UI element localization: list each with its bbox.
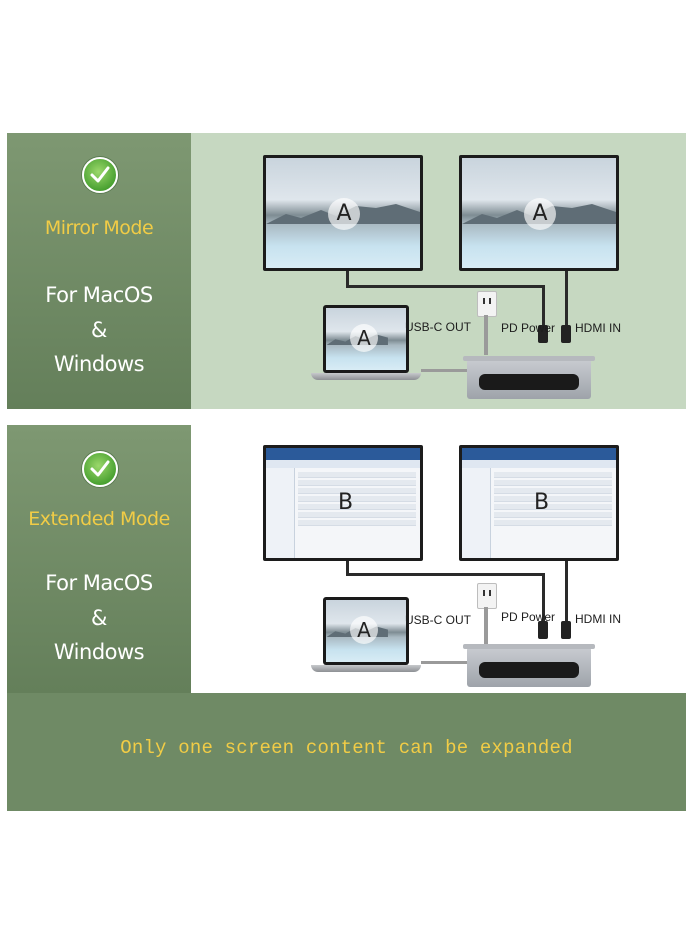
footer-note-text: Only one screen content can be expanded [120, 737, 573, 759]
hdmi-in-label: HDMI IN [575, 612, 621, 626]
cable-left-down [542, 573, 545, 623]
hdmi-plug-left [538, 621, 548, 639]
power-outlet-icon [477, 583, 497, 609]
table-row [298, 520, 416, 526]
mirror-mode-illustration: A A [191, 133, 686, 409]
mirror-mode-panel: Mirror Mode For MacOS & Windows A A [7, 133, 686, 409]
os-line-ampersand: & [91, 606, 107, 630]
hdmi-plug-right [561, 621, 571, 639]
cable-left-down [542, 285, 545, 327]
os-line-macos: For MacOS [45, 571, 153, 595]
hub-rim [463, 644, 595, 649]
extended-mode-title: Extended Mode [28, 508, 170, 530]
screen-letter-left: A [328, 198, 360, 230]
pd-power-label: PD Power [501, 610, 556, 624]
table-row [298, 488, 416, 494]
hdmi-plug-right [561, 325, 571, 343]
os-line-macos: For MacOS [45, 283, 153, 307]
app-sidebar [266, 468, 295, 558]
check-circle-icon [82, 157, 118, 193]
table-row [494, 496, 612, 502]
laptop-screen: A [323, 597, 409, 665]
monitor-right-screen: A [462, 158, 616, 268]
usb-c-cable [421, 369, 467, 372]
hdmi-in-label: HDMI IN [575, 321, 621, 335]
cable-left-horizontal [346, 285, 544, 288]
laptop-letter: A [350, 324, 378, 352]
laptop-base [311, 665, 421, 672]
monitor-left: A [263, 155, 423, 271]
pd-power-label: PD Power [501, 321, 556, 335]
table-row [298, 504, 416, 510]
mirror-mode-sidebar: Mirror Mode For MacOS & Windows [7, 133, 191, 409]
app-header-bar [266, 448, 420, 460]
table-row [298, 512, 416, 518]
pd-power-cable [484, 607, 488, 647]
usb-c-out-label: USB-C OUT [405, 320, 471, 334]
laptop-display: A [326, 600, 406, 662]
usb-c-cable [421, 661, 467, 664]
app-table [298, 472, 416, 528]
screen-letter-right: B [534, 490, 550, 515]
table-row [494, 520, 612, 526]
hdmi-plug-left [538, 325, 548, 343]
laptop-screen: A [323, 305, 409, 373]
mirror-mode-title: Mirror Mode [44, 217, 154, 239]
monitor-right-screen: B [462, 448, 616, 558]
hub-rim [463, 356, 595, 361]
table-row [298, 480, 416, 486]
laptop-display: A [326, 308, 406, 370]
os-line-windows: Windows [53, 352, 145, 376]
monitor-right: B [459, 445, 619, 561]
table-row [494, 488, 612, 494]
table-row [494, 480, 612, 486]
monitor-left-screen: A [266, 158, 420, 268]
monitor-right: A [459, 155, 619, 271]
cable-right-down [565, 561, 568, 623]
power-outlet-icon [477, 291, 497, 317]
footer-note-panel: Only one screen content can be expanded [7, 693, 686, 811]
extended-mode-sidebar: Extended Mode For MacOS & Windows [7, 425, 191, 693]
pd-power-cable [484, 315, 488, 355]
app-sidebar [462, 468, 491, 558]
usb-c-hub [463, 644, 595, 687]
cable-left-horizontal [346, 573, 544, 576]
laptop-base [311, 373, 421, 380]
os-line-windows: Windows [53, 640, 145, 664]
monitor-left-screen: B [266, 448, 420, 558]
app-header-bar [462, 448, 616, 460]
usb-c-hub [463, 356, 595, 399]
hub-slot [479, 662, 579, 678]
laptop: A [311, 597, 421, 677]
extended-mode-illustration: B B [191, 425, 686, 693]
usb-c-out-label: USB-C OUT [405, 613, 471, 627]
hub-slot [479, 374, 579, 390]
cable-left-drop [346, 561, 349, 575]
extended-mode-panel: Extended Mode For MacOS & Windows [7, 425, 686, 693]
screen-letter-right: A [524, 198, 556, 230]
table-row [494, 504, 612, 510]
table-row [298, 496, 416, 502]
os-line-ampersand: & [91, 318, 107, 342]
app-table [494, 472, 612, 528]
screen-letter-left: B [338, 490, 354, 515]
app-nav-bar [266, 460, 420, 468]
laptop: A [311, 305, 421, 385]
monitor-left: B [263, 445, 423, 561]
cable-left-drop [346, 271, 349, 287]
cable-right-down [565, 271, 568, 327]
app-nav-bar [462, 460, 616, 468]
table-row [298, 472, 416, 478]
table-row [494, 512, 612, 518]
check-circle-icon [82, 451, 118, 487]
table-row [494, 472, 612, 478]
laptop-letter: A [350, 616, 378, 644]
